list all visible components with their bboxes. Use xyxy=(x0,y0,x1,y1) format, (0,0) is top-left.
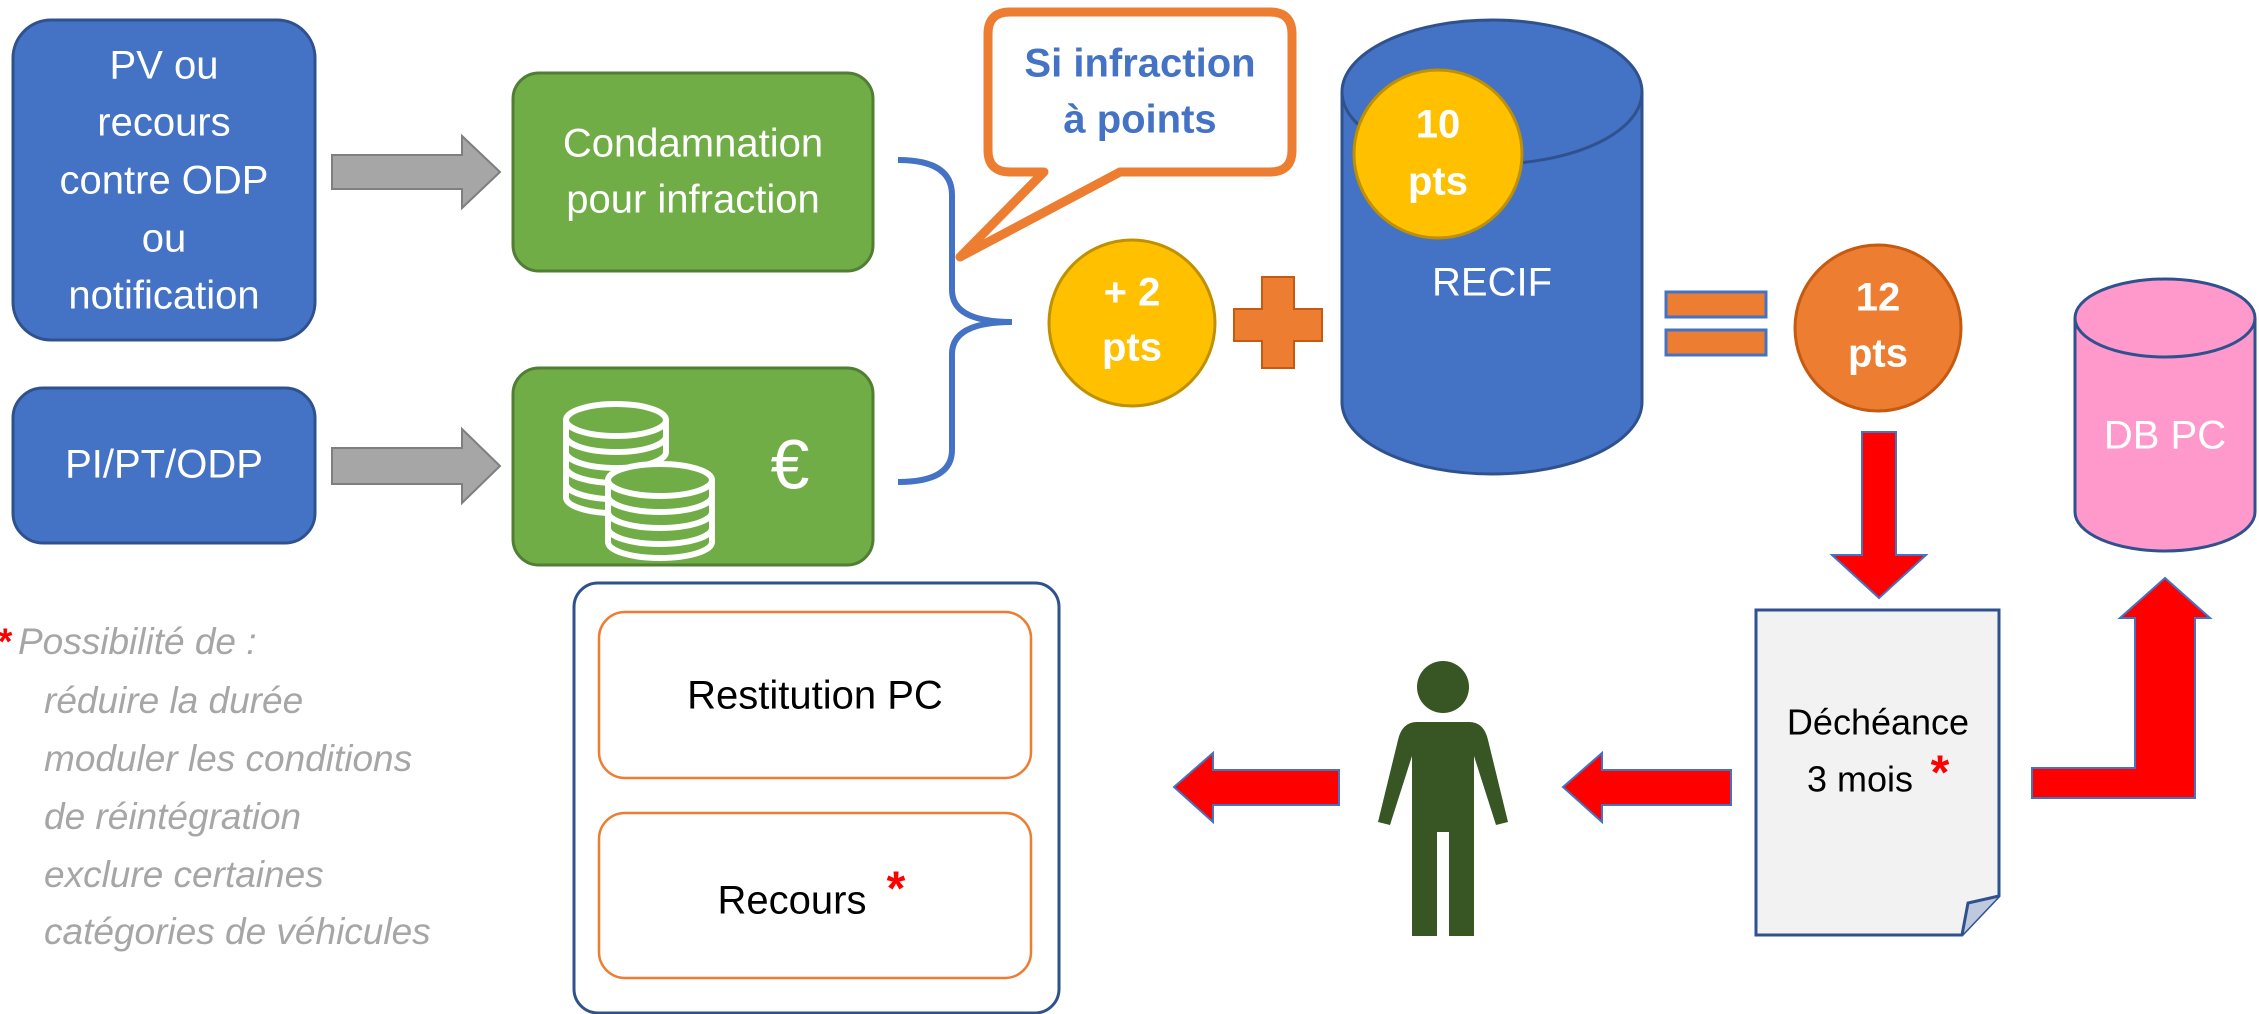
grey-arrow-top xyxy=(331,133,502,211)
infraction-callout: Si infraction à points xyxy=(955,7,1297,262)
recours-star: * xyxy=(887,863,906,916)
db-pc-database: DB PC xyxy=(2073,277,2257,553)
note-line-2: moduler les conditions xyxy=(44,738,412,779)
pv-line-2: recours xyxy=(97,101,230,145)
recours-box xyxy=(597,811,1033,980)
recif-label: RECIF xyxy=(1432,261,1552,305)
red-arrow-left-1 xyxy=(1561,750,1732,825)
pv-line-4: ou xyxy=(142,217,187,261)
outcome-panel: Restitution PC Recours * xyxy=(572,581,1061,1014)
recif-points-value: 10 xyxy=(1416,103,1461,147)
plus-two-unit: pts xyxy=(1102,326,1162,370)
pv-line-1: PV ou xyxy=(110,44,219,88)
person-icon xyxy=(1378,661,1508,936)
condamnation-line-2: pour infraction xyxy=(566,178,819,222)
pi-box: PI/PT/ODP xyxy=(11,386,317,545)
db-pc-label: DB PC xyxy=(2104,414,2226,458)
plus-icon xyxy=(1233,276,1323,369)
recif-points-unit: pts xyxy=(1408,160,1468,204)
equals-icon xyxy=(1664,290,1768,357)
note-line-4: exclure certaines xyxy=(44,854,324,895)
euro-symbol: € xyxy=(771,425,810,503)
recours-label: Recours xyxy=(718,879,867,923)
note-star: * xyxy=(0,621,13,662)
decheance-label: Déchéance xyxy=(1787,702,1969,743)
note-line-1: réduire la durée xyxy=(44,680,303,721)
plus-two-circle: + 2 pts xyxy=(1047,238,1217,408)
pi-label: PI/PT/ODP xyxy=(65,443,263,487)
pv-line-3: contre ODP xyxy=(60,159,269,203)
fine-box: € xyxy=(511,366,875,567)
document-icon: Déchéance 3 mois * xyxy=(1754,608,2001,937)
grey-arrow-bottom xyxy=(331,426,502,506)
restitution-box xyxy=(597,610,1033,780)
recif-points-badge xyxy=(1352,68,1524,240)
recif-database: RECIF 10 pts xyxy=(1340,18,1644,476)
total-unit: pts xyxy=(1848,332,1908,376)
possibility-note: * Possibilité de : réduire la durée modu… xyxy=(0,621,431,952)
total-circle: 12 pts xyxy=(1793,243,1963,413)
callout-line-1: Si infraction xyxy=(1024,42,1255,86)
condamnation-line-1: Condamnation xyxy=(563,122,823,166)
total-value: 12 xyxy=(1856,276,1901,320)
coins-icon xyxy=(563,401,715,561)
note-title: Possibilité de : xyxy=(18,621,257,662)
red-arrow-down xyxy=(1829,431,1929,600)
plus-two-value: + 2 xyxy=(1104,271,1161,315)
note-line-5: catégories de véhicules xyxy=(44,911,431,952)
pv-line-5: notification xyxy=(68,274,259,318)
brace-icon xyxy=(897,157,1013,485)
red-arrow-left-2 xyxy=(1172,750,1340,825)
decheance-duration: 3 mois xyxy=(1807,759,1913,800)
callout-line-2: à points xyxy=(1063,98,1216,142)
restitution-label: Restitution PC xyxy=(687,674,943,718)
note-line-3: de réintégration xyxy=(44,796,301,837)
decheance-star: * xyxy=(1931,747,1950,800)
condamnation-box: Condamnation pour infraction xyxy=(511,71,875,273)
pv-box: PV ou recours contre ODP ou notification xyxy=(11,18,317,342)
red-arrow-elbow xyxy=(2031,576,2213,799)
